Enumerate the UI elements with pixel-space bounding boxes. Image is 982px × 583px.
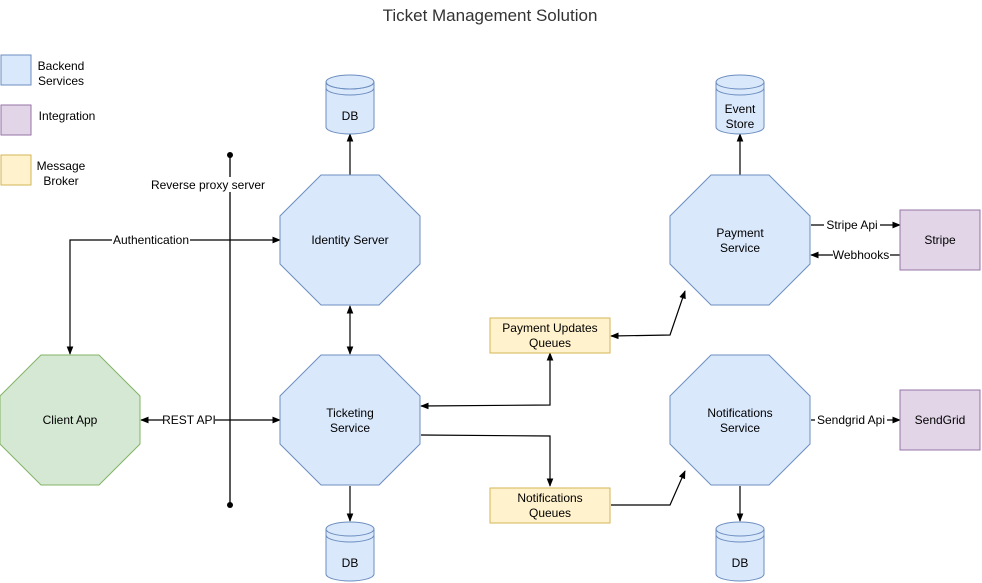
edge-notifications-queue-service [611, 470, 686, 506]
label-line: Notifications [707, 406, 772, 420]
svg-text:Stripe Api: Stripe Api [826, 218, 877, 232]
label-line: Integration [39, 109, 96, 123]
legend-broker-swatch [0, 154, 32, 186]
identity-db[interactable]: DB [325, 74, 375, 135]
stripe-node[interactable]: Stripe [899, 209, 981, 271]
label-line: Backend [38, 59, 85, 73]
diagram-title: Ticket Management Solution [383, 6, 598, 25]
svg-text:DB: DB [732, 556, 749, 570]
svg-text:Reverse proxy server: Reverse proxy server [151, 178, 265, 192]
svg-text:Stripe: Stripe [924, 233, 956, 247]
edge-payment-queue-service [610, 290, 686, 340]
edge-label-authentication: Authentication [112, 233, 190, 247]
svg-text:Sendgrid Api: Sendgrid Api [817, 413, 885, 427]
client-app-node[interactable]: Client App [0, 354, 141, 486]
label-line: Stripe [924, 233, 956, 247]
label-line: Message [37, 159, 86, 173]
label-line: Client App [43, 413, 98, 427]
label-line: DB [732, 556, 749, 570]
label-line: Queues [529, 506, 571, 520]
label-line: Notifications [517, 491, 582, 505]
svg-text:REST API: REST API [162, 413, 216, 427]
legend-integration-swatch [0, 104, 32, 136]
label-line: DB [342, 556, 359, 570]
svg-text:Identity Server: Identity Server [311, 233, 388, 247]
edge-label-rest-api: REST API [162, 413, 216, 427]
label-line: SendGrid [915, 413, 966, 427]
label-line: Payment Updates [502, 321, 597, 335]
edge-label-stripe-api: Stripe Api [824, 218, 880, 232]
edge-label-sendgrid-api: Sendgrid Api [815, 413, 887, 427]
svg-text:DB: DB [342, 556, 359, 570]
svg-text:SendGrid: SendGrid [915, 413, 966, 427]
label-line: Queues [529, 336, 571, 350]
edge-label-webhooks: Webhooks [833, 248, 890, 262]
ticketing-db[interactable]: DB [325, 521, 375, 582]
label-line: Store [726, 117, 755, 131]
identity-server-node[interactable]: Identity Server [279, 174, 421, 306]
legend-integration-label: Integration [39, 109, 96, 123]
label-line: Service [720, 241, 760, 255]
reverse-proxy-bottom-dot [227, 502, 233, 508]
edge-label-reverse-proxy: Reverse proxy server [149, 177, 267, 192]
svg-text:Client App: Client App [43, 413, 98, 427]
edge-authentication [66, 236, 281, 355]
reverse-proxy-top-dot [227, 152, 233, 158]
label-line: Service [330, 421, 370, 435]
sendgrid-node[interactable]: SendGrid [899, 389, 981, 451]
label-line: DB [342, 109, 359, 123]
svg-text:DB: DB [342, 109, 359, 123]
label-line: Ticketing [326, 406, 374, 420]
svg-text:Webhooks: Webhooks [833, 248, 889, 262]
label-line: Identity Server [311, 233, 388, 247]
legend-backend-swatch [0, 54, 32, 86]
edge-ticketing-payment-queue [420, 352, 554, 410]
label-line: Broker [43, 174, 78, 188]
label-line: Event [725, 102, 756, 116]
label-line: Services [38, 74, 84, 88]
notifications-db[interactable]: DB [715, 521, 765, 582]
label-line: Service [720, 421, 760, 435]
label-line: Payment [716, 226, 764, 240]
edge-ticketing-notifications-queue [420, 434, 554, 487]
svg-text:Authentication: Authentication [113, 233, 189, 247]
